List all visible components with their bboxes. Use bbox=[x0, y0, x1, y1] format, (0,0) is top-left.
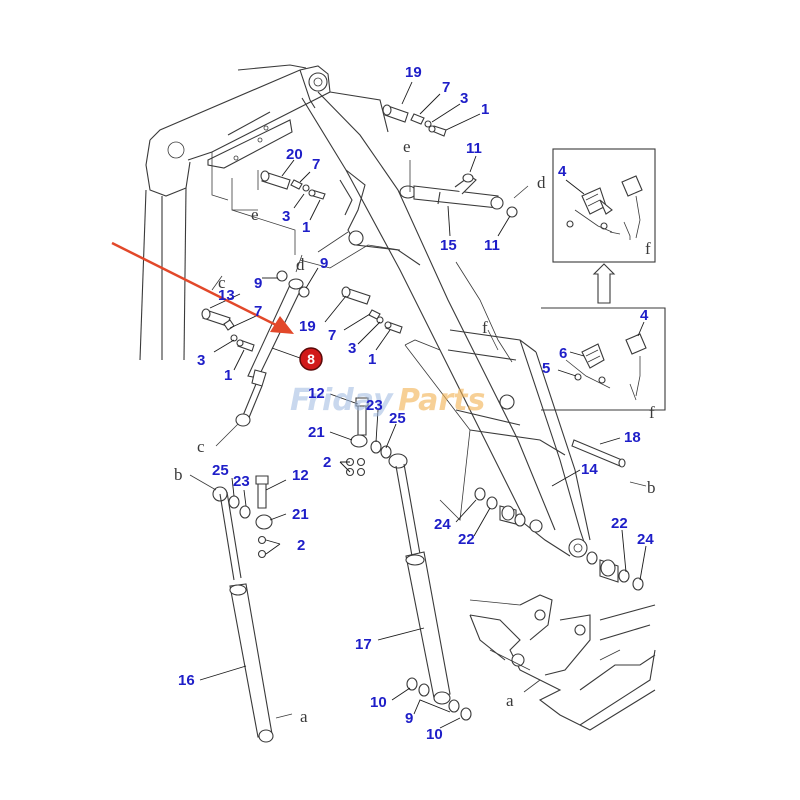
callout-10: 10 bbox=[426, 726, 443, 743]
ref-letter-f: f bbox=[482, 318, 488, 337]
transition-arrow bbox=[592, 263, 616, 304]
watermark-parts: Parts bbox=[398, 383, 485, 418]
callout-11: 11 bbox=[466, 140, 482, 157]
callout-19: 19 bbox=[405, 64, 422, 81]
ref-letter-d: d bbox=[537, 173, 546, 192]
callout-3: 3 bbox=[460, 90, 468, 107]
callout-18: 18 bbox=[624, 429, 641, 446]
cylinder-17 bbox=[388, 453, 451, 705]
lower-bracket bbox=[469, 594, 656, 731]
small-parts bbox=[201, 104, 644, 721]
callout-3: 3 bbox=[282, 208, 290, 225]
callout-22: 22 bbox=[611, 515, 628, 532]
callout-1: 1 bbox=[368, 351, 376, 368]
reference-links bbox=[189, 160, 647, 719]
cylinder-16 bbox=[212, 486, 274, 743]
callout-13: 13 bbox=[218, 287, 235, 304]
callout-1: 1 bbox=[224, 367, 232, 384]
ref-letter-b: b bbox=[647, 478, 656, 497]
callout-21: 21 bbox=[292, 506, 309, 523]
callout-23: 23 bbox=[233, 473, 250, 490]
inset-box-upper bbox=[552, 148, 656, 263]
ref-letter-e: e bbox=[251, 205, 259, 224]
callout-3: 3 bbox=[348, 340, 356, 357]
callout-24: 24 bbox=[637, 531, 654, 548]
callout-9: 9 bbox=[405, 710, 413, 727]
callout-22: 22 bbox=[458, 531, 475, 548]
callout-6: 6 bbox=[559, 345, 567, 362]
leader-lines bbox=[199, 81, 647, 729]
callout-9: 9 bbox=[254, 275, 262, 292]
callout-numbers: 19 7 3 1 20 7 3 1 11 15 11 4 9 9 13 7 3 … bbox=[178, 64, 654, 743]
ref-letter-c: c bbox=[218, 273, 226, 292]
callout-17: 17 bbox=[355, 636, 372, 653]
cylinder-15 bbox=[399, 173, 518, 218]
boom-frame bbox=[139, 64, 591, 558]
callout-24: 24 bbox=[434, 516, 451, 533]
inset-box-lower bbox=[541, 307, 666, 411]
ref-letter-e: e bbox=[403, 137, 411, 156]
ref-letter-f: f bbox=[649, 403, 655, 422]
callout-20: 20 bbox=[286, 146, 303, 163]
callout-4: 4 bbox=[640, 307, 649, 324]
callout-16: 16 bbox=[178, 672, 195, 689]
ref-letter-b: b bbox=[174, 465, 183, 484]
highlighted-part-badge[interactable]: 8 bbox=[299, 347, 323, 371]
callout-12: 12 bbox=[308, 385, 325, 402]
callout-12: 12 bbox=[292, 467, 309, 484]
watermark-friday: Friday bbox=[290, 383, 394, 418]
callout-9: 9 bbox=[320, 255, 328, 272]
ref-letter-f: f bbox=[645, 239, 651, 258]
callout-1: 1 bbox=[302, 219, 310, 236]
reference-letters: e e d d c c b b a a f f f bbox=[174, 137, 656, 726]
callout-1: 1 bbox=[481, 101, 489, 118]
watermark: Friday Parts bbox=[290, 383, 485, 418]
callout-10: 10 bbox=[370, 694, 387, 711]
callout-19: 19 bbox=[299, 318, 316, 335]
callout-21: 21 bbox=[308, 424, 325, 441]
callout-7: 7 bbox=[328, 327, 336, 344]
callout-3: 3 bbox=[197, 352, 205, 369]
highlight-arrow bbox=[111, 241, 294, 334]
callout-25: 25 bbox=[212, 462, 229, 479]
callout-2: 2 bbox=[323, 454, 331, 471]
callout-7: 7 bbox=[442, 79, 450, 96]
ref-letter-d: d bbox=[296, 255, 305, 274]
callout-7: 7 bbox=[312, 156, 320, 173]
callout-15: 15 bbox=[440, 237, 457, 254]
callout-23: 23 bbox=[366, 397, 383, 414]
badge-number: 8 bbox=[307, 351, 315, 367]
callout-25: 25 bbox=[389, 410, 406, 427]
callout-4: 4 bbox=[558, 163, 567, 180]
callout-11: 11 bbox=[484, 237, 500, 254]
ref-letter-a: a bbox=[300, 707, 308, 726]
ref-letter-a: a bbox=[506, 691, 514, 710]
callout-7: 7 bbox=[254, 303, 262, 320]
ref-letter-c: c bbox=[197, 437, 205, 456]
callout-14: 14 bbox=[581, 461, 598, 478]
callout-5: 5 bbox=[542, 360, 550, 377]
callout-2: 2 bbox=[297, 537, 305, 554]
